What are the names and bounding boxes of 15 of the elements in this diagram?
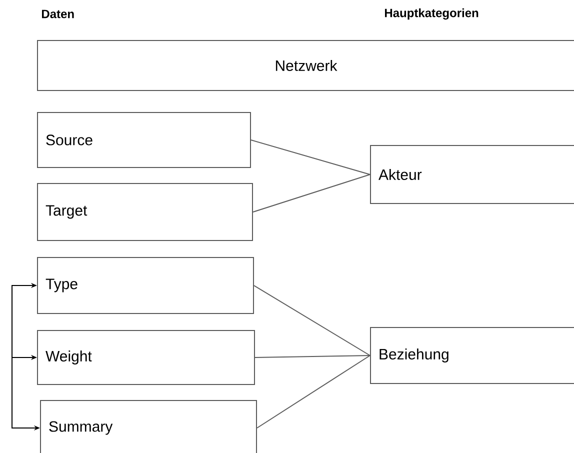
text-box: Netzwerk <box>37 40 574 91</box>
column-heading: Hauptkategorien <box>385 8 478 20</box>
text-box: Beziehung <box>370 327 574 384</box>
text-box: Weight <box>37 330 255 385</box>
column-heading: Daten <box>42 10 74 18</box>
text-box: Summary <box>40 400 257 453</box>
connector-line <box>252 174 370 212</box>
connector-line <box>254 355 370 358</box>
connector-line <box>250 140 370 175</box>
text-box: Type <box>37 257 254 314</box>
connector-line <box>254 285 370 356</box>
text-box: Target <box>37 183 253 241</box>
connector-line <box>256 355 370 428</box>
text-box: Akteur <box>370 145 574 204</box>
text-box: Source <box>37 112 251 168</box>
